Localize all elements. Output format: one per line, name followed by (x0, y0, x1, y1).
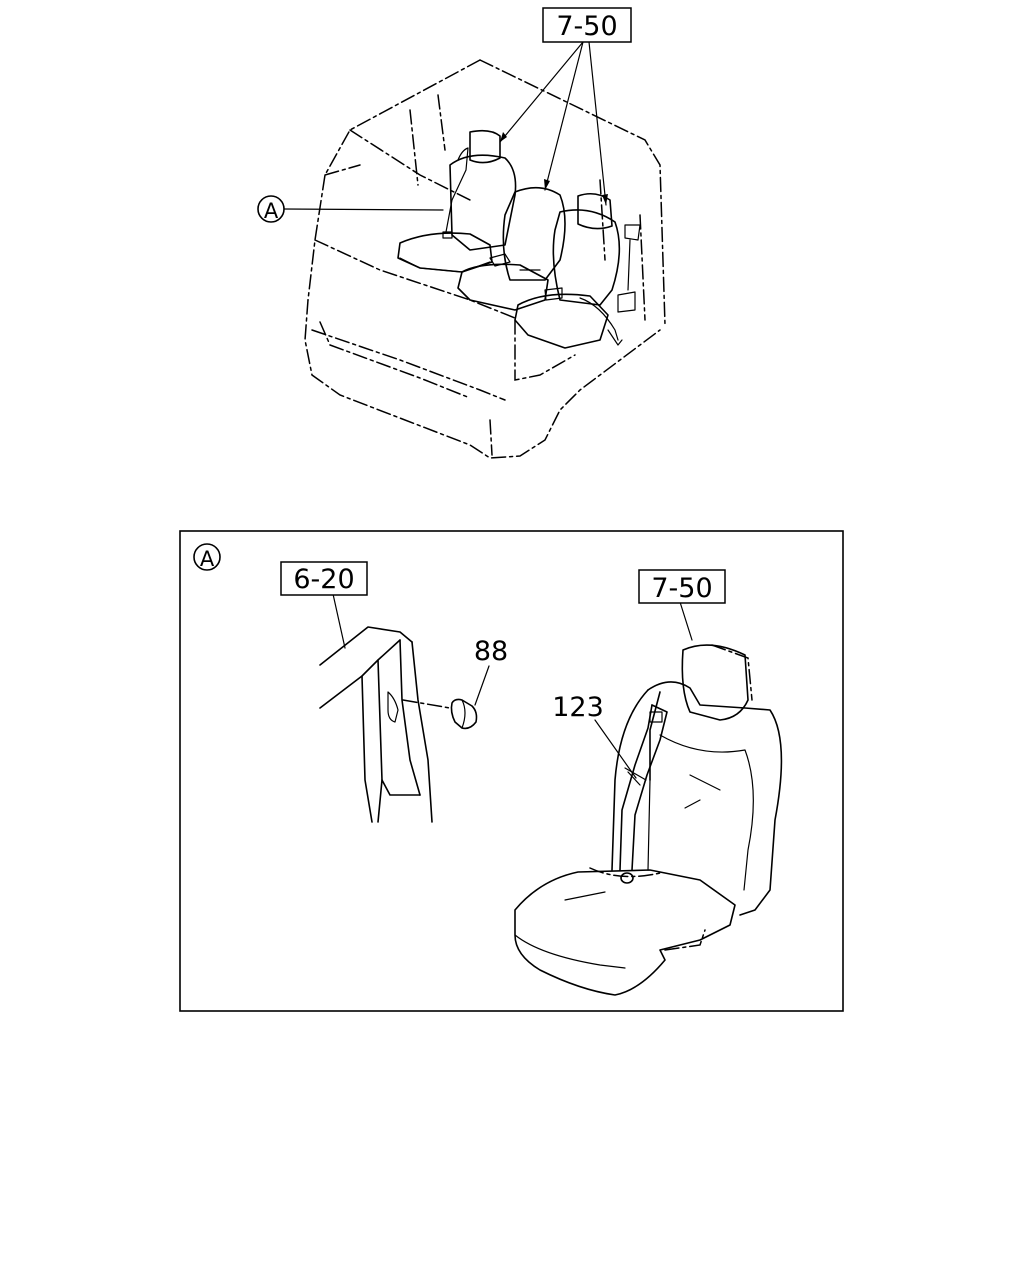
detail-view-a: A 6-20 88 (179, 530, 844, 1012)
plug-part-88 (450, 665, 490, 730)
center-seat (457, 186, 566, 311)
leader-lines-top (499, 41, 608, 206)
detail-marker-a-inset: A (193, 543, 221, 571)
detail-frame (179, 530, 844, 1012)
ref-box-top: 7-50 (542, 7, 632, 43)
seat-detail (514, 601, 783, 996)
cab-overview: 7-50 A (257, 7, 666, 459)
cab-body-outline (304, 59, 666, 459)
pillar-panel (319, 593, 451, 823)
left-seat (397, 129, 517, 273)
part-number-88: 88 (474, 636, 508, 667)
right-seat (514, 192, 641, 349)
ref-label-right: 7-50 (651, 573, 712, 604)
detail-marker-a[interactable]: A (257, 195, 444, 223)
ref-box-left: 6-20 (280, 561, 368, 596)
ref-box-right: 7-50 (638, 569, 726, 604)
detail-marker-a-inset-label: A (200, 547, 215, 571)
ref-label-top: 7-50 (556, 11, 617, 42)
part-number-123: 123 (552, 692, 604, 723)
detail-marker-a-label: A (264, 199, 279, 223)
ref-label-left: 6-20 (293, 564, 354, 595)
